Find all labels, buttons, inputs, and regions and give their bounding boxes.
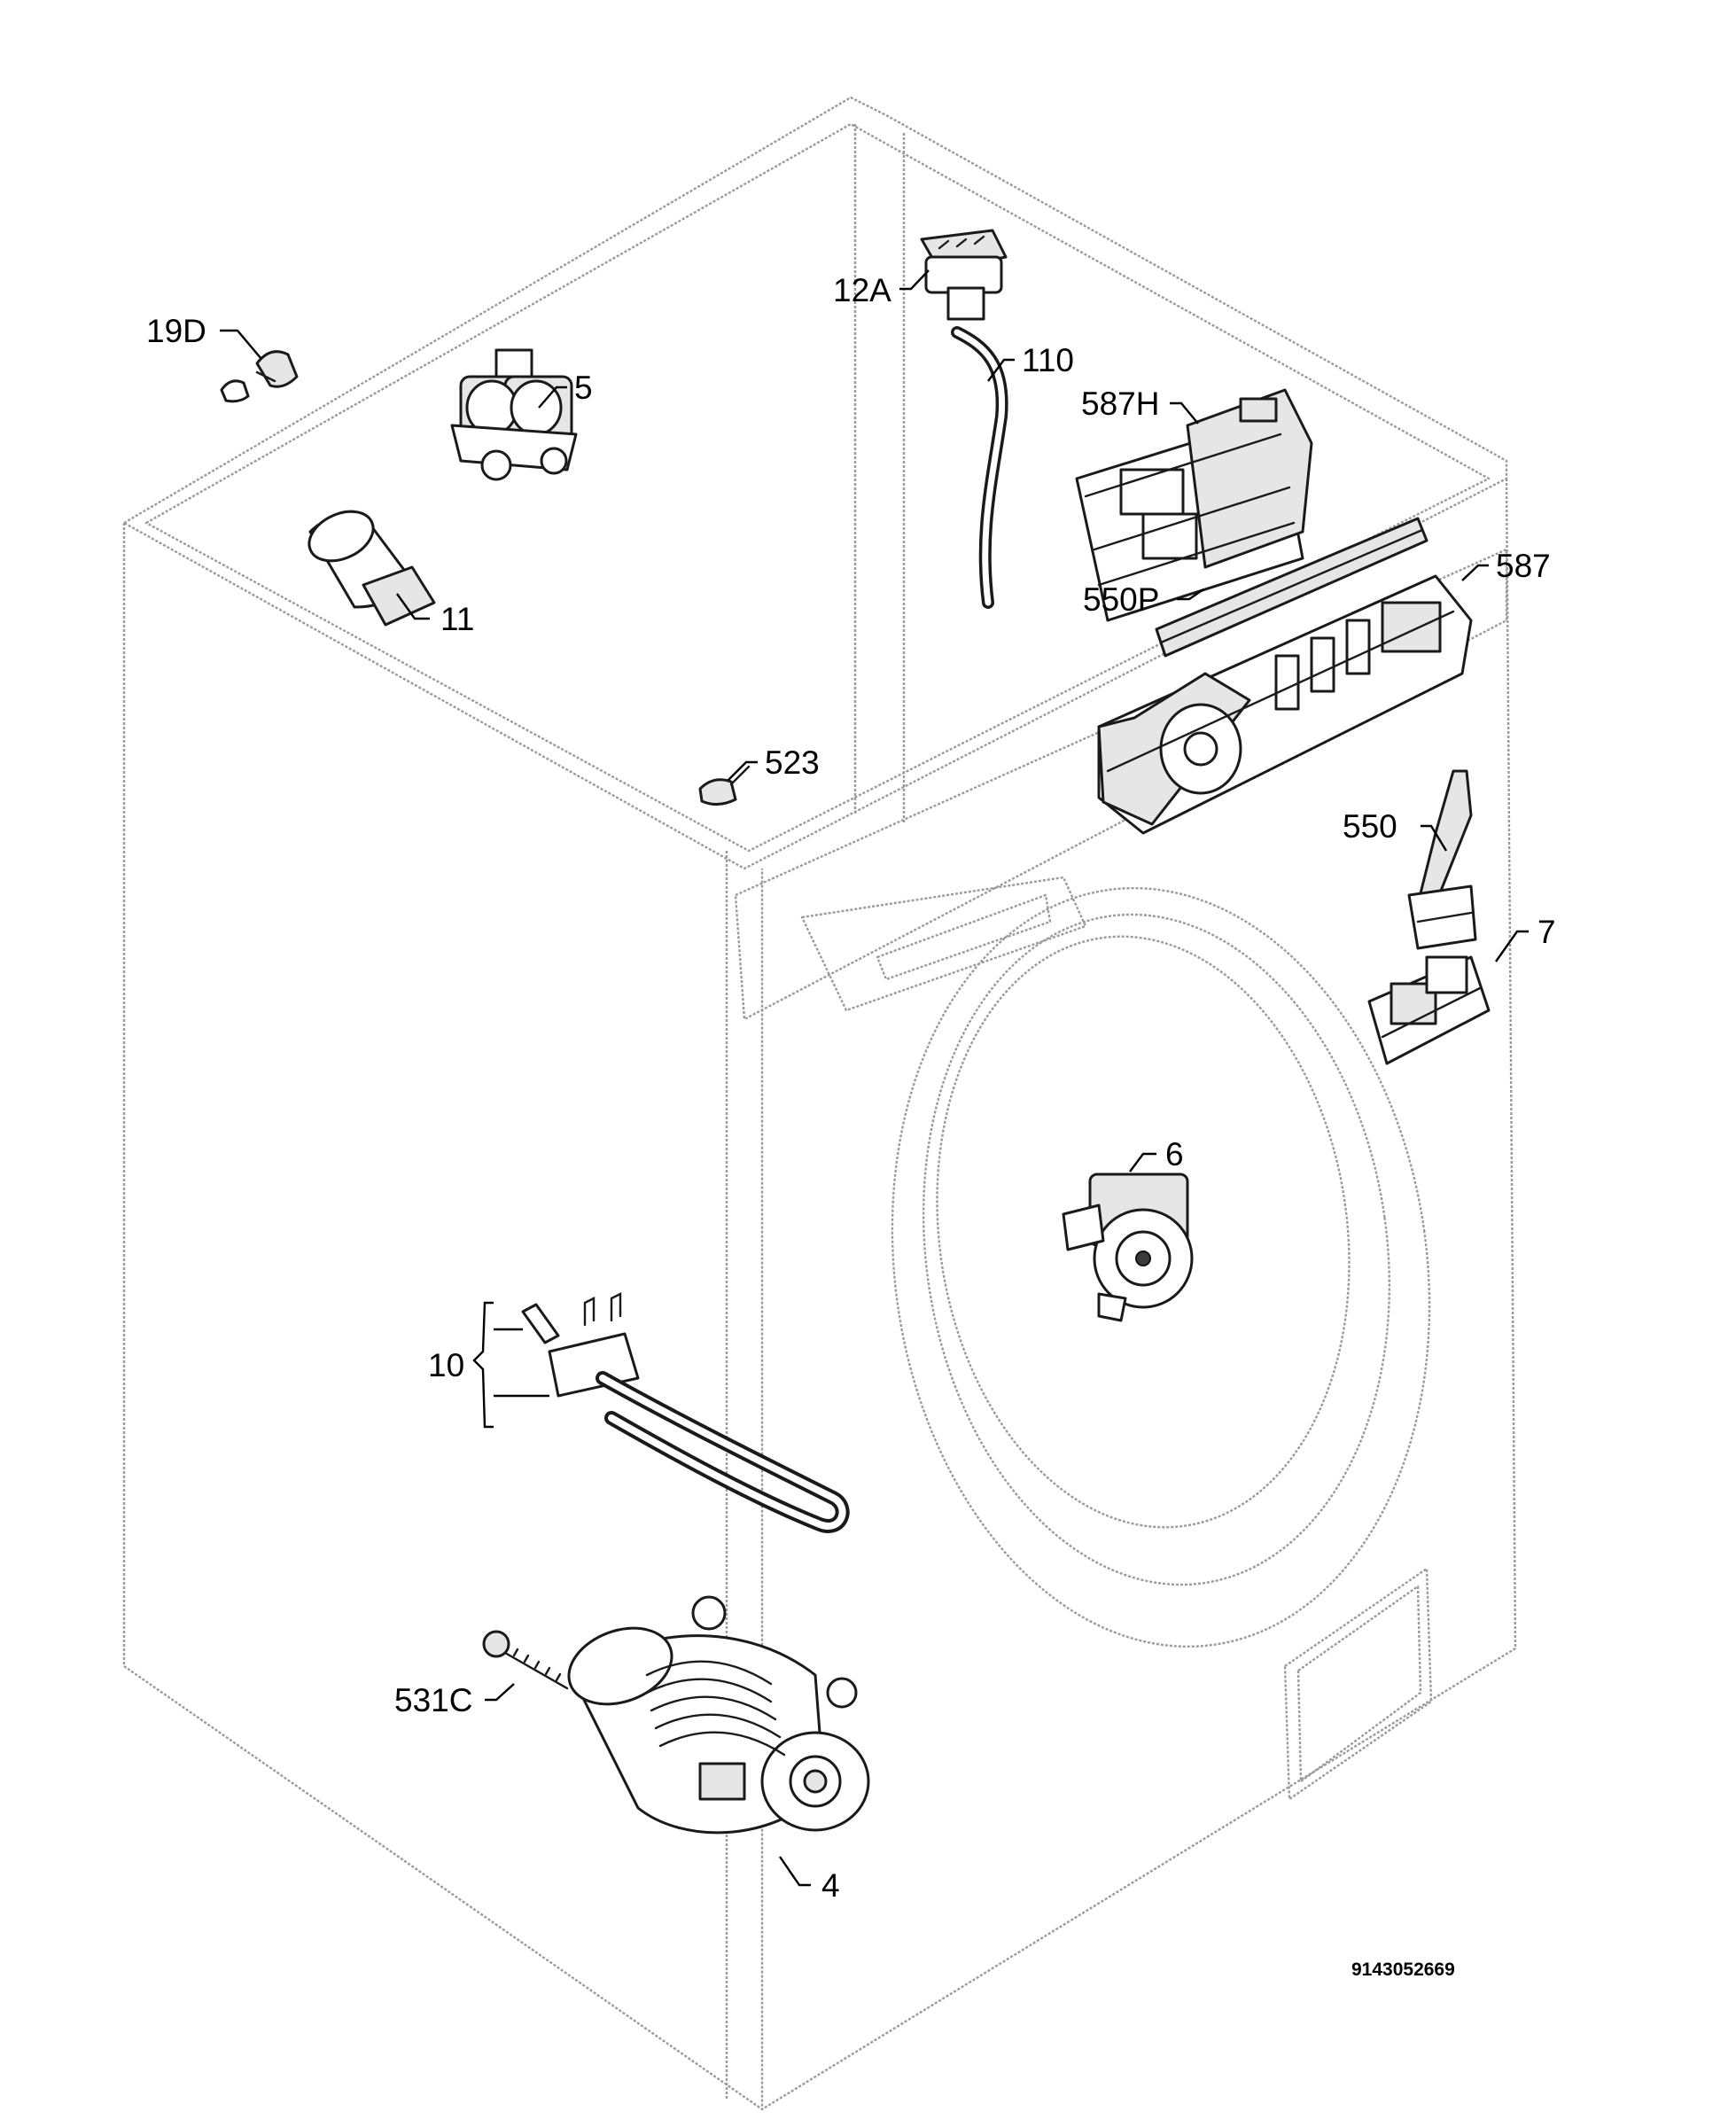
- part-6-drain-pump-icon: [1062, 1173, 1194, 1322]
- label-550: 550: [1343, 808, 1397, 845]
- label-7: 7: [1537, 914, 1556, 950]
- label-550p: 550P: [1083, 581, 1159, 618]
- part-11-capacitor-icon: [307, 510, 436, 627]
- part-531c-screw-icon: [482, 1630, 569, 1690]
- label-11: 11: [440, 601, 474, 637]
- label-523: 523: [765, 744, 820, 781]
- leader-lines: [220, 269, 1529, 1887]
- part-12a-pressure-switch-icon: [920, 229, 1008, 321]
- part-4-motor-icon: [567, 1595, 870, 1835]
- label-531c: 531C: [394, 1682, 472, 1718]
- label-6: 6: [1165, 1136, 1184, 1173]
- part-550p-panel-strip-icon: [1155, 517, 1429, 658]
- part-587-control-unit-icon: [1097, 574, 1473, 835]
- label-10: 10: [428, 1347, 464, 1383]
- part-19d-icon: [220, 350, 299, 403]
- cabinet-outline: [122, 96, 1517, 2111]
- part-10-heating-element-icon: [521, 1292, 850, 1533]
- label-4: 4: [821, 1867, 840, 1904]
- label-110: 110: [1022, 342, 1074, 378]
- part-523-clip-icon: [698, 765, 751, 806]
- part-5-inlet-valve-icon: [450, 348, 578, 481]
- label-587h: 587H: [1081, 386, 1159, 422]
- part-7-door-lock-icon: [1367, 955, 1491, 1065]
- label-5: 5: [574, 370, 593, 406]
- part-587h-electronic-board-icon: [1075, 388, 1313, 622]
- diagram-code: 9143052669: [1351, 1959, 1455, 1980]
- part-110-hose-icon: [951, 326, 1008, 609]
- label-12a: 12A: [833, 272, 891, 308]
- label-19d: 19D: [146, 313, 206, 349]
- label-587: 587: [1496, 548, 1551, 584]
- part-550-light-guide-icon: [1407, 769, 1477, 950]
- callout-labels: 19D 5 11 12A 110 587H 587 550P 523 550 7…: [146, 272, 1556, 1980]
